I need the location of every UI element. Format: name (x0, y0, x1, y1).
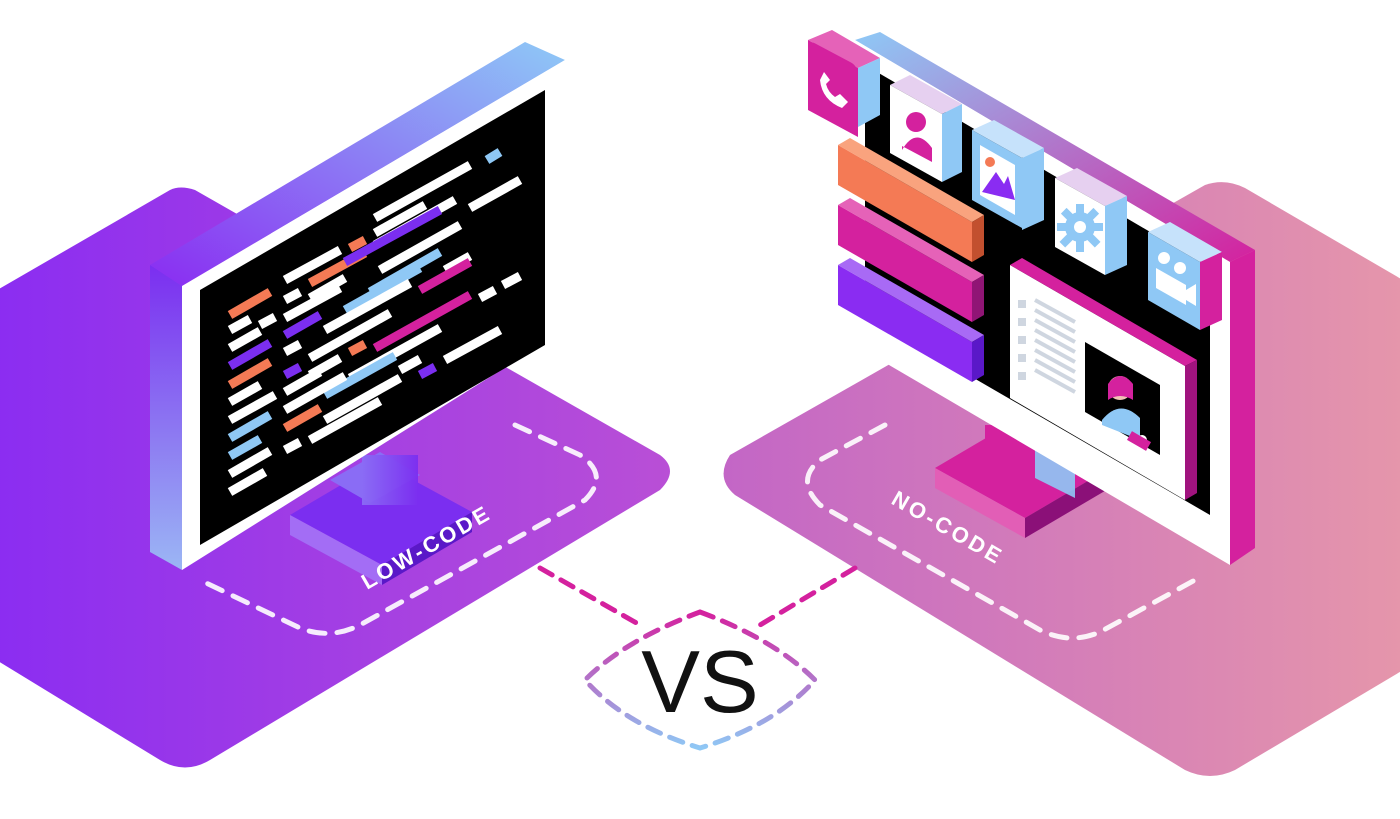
vs-connector: VS (537, 565, 858, 751)
gear-icon-tile (1055, 168, 1127, 275)
user-icon (902, 112, 932, 162)
low-code-monitor: LOW-CODE (150, 42, 565, 594)
person-icon (1102, 376, 1152, 451)
low-code-dashed-outline (197, 422, 599, 636)
widget-bars (838, 138, 984, 382)
video-camera-icon (1156, 252, 1196, 306)
content-card (1010, 258, 1197, 500)
vs-label: VS (641, 632, 758, 731)
no-code-monitor: NO-CODE (808, 30, 1255, 570)
phone-icon (820, 72, 848, 108)
code-lines (227, 148, 523, 496)
phone-icon-tile (808, 30, 880, 137)
code-editor-screen (200, 90, 545, 545)
video-camera-icon-tile (1148, 222, 1222, 330)
image-icon-tile (972, 120, 1044, 230)
no-code-dashed-outline (805, 422, 1198, 641)
user-icon-tile (890, 75, 962, 182)
